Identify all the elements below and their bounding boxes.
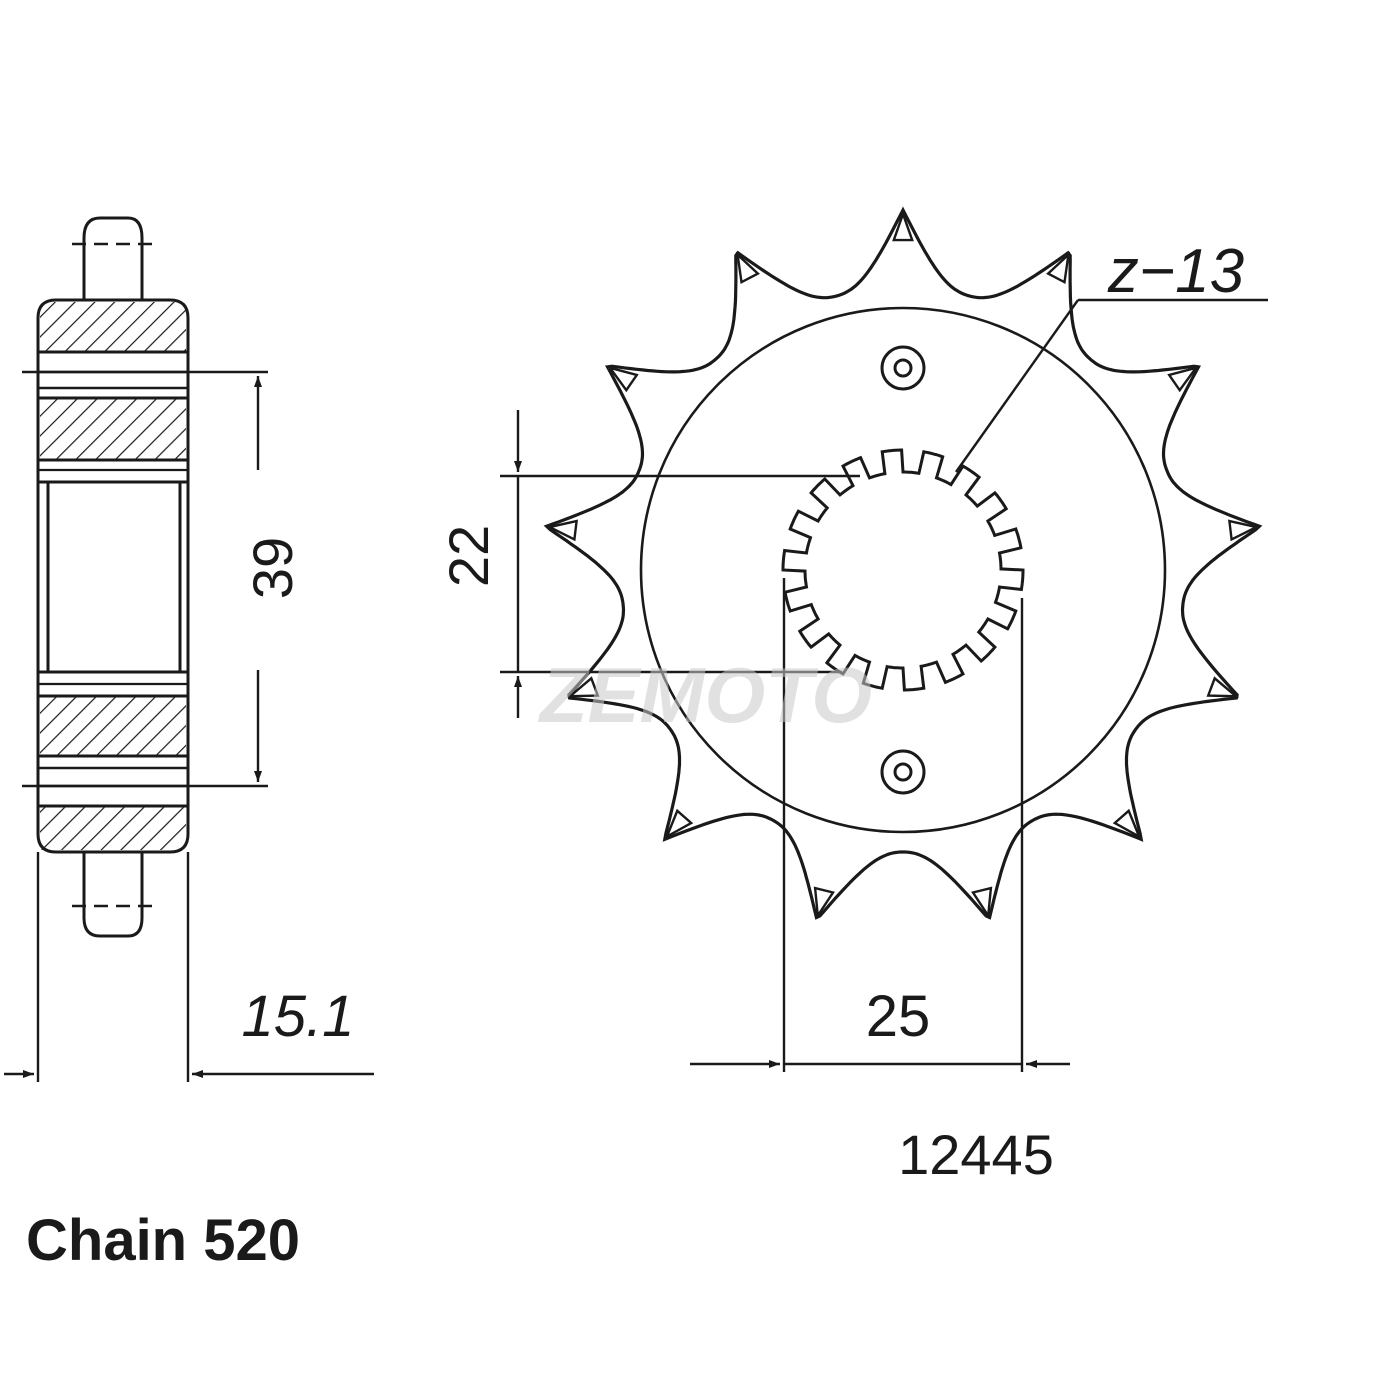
tooth-tip-mark [566,676,600,698]
side-section-view [36,216,190,938]
tooth-tip-mark [1112,808,1142,840]
hatch-section-2 [40,398,186,460]
bottom-tooth-profile [82,852,144,938]
bore-outline [46,480,182,674]
spline-outline [781,448,1025,692]
hatch-section-4 [40,806,186,850]
part-number: 12445 [898,1123,1054,1186]
hatch-section-3 [40,696,186,756]
hatch-section-1 [40,302,186,352]
dimension-25 [690,578,1070,1072]
pitch-circle [639,306,1167,834]
tooth-tips [546,210,1260,920]
tooth-tip-mark [1206,676,1240,698]
tooth-tip-mark [1046,251,1071,285]
dimension-22-label: 22 [437,525,500,587]
dimension-25-label: 25 [866,984,931,1049]
chain-label: Chain 520 [26,1208,300,1273]
tooth-tip-mark [892,210,914,242]
tooth-tip-mark [1228,519,1260,542]
tooth-tip-mark [971,886,993,920]
teeth-label-leader [955,298,1268,473]
dimension-15-1-label: 15.1 [242,984,355,1049]
top-tooth-profile [82,216,144,300]
tooth-tip-mark [1167,365,1199,393]
mounting-hole-bottom [880,749,926,795]
tooth-tip-mark [735,251,760,285]
tooth-tip-mark [813,886,835,920]
dimension-39-label: 39 [241,537,304,599]
front-view [543,206,1263,920]
tooth-tip-mark [546,519,578,542]
teeth-count-label: z−13 [1107,237,1244,306]
mounting-hole-top [880,345,926,391]
dimension-15-1 [4,852,374,1082]
sprocket-outline [543,206,1263,920]
tooth-tip-mark [664,808,694,840]
dimension-39 [22,370,268,788]
watermark-logo: ZEMOTO [538,651,872,739]
tooth-tip-mark [607,365,639,393]
